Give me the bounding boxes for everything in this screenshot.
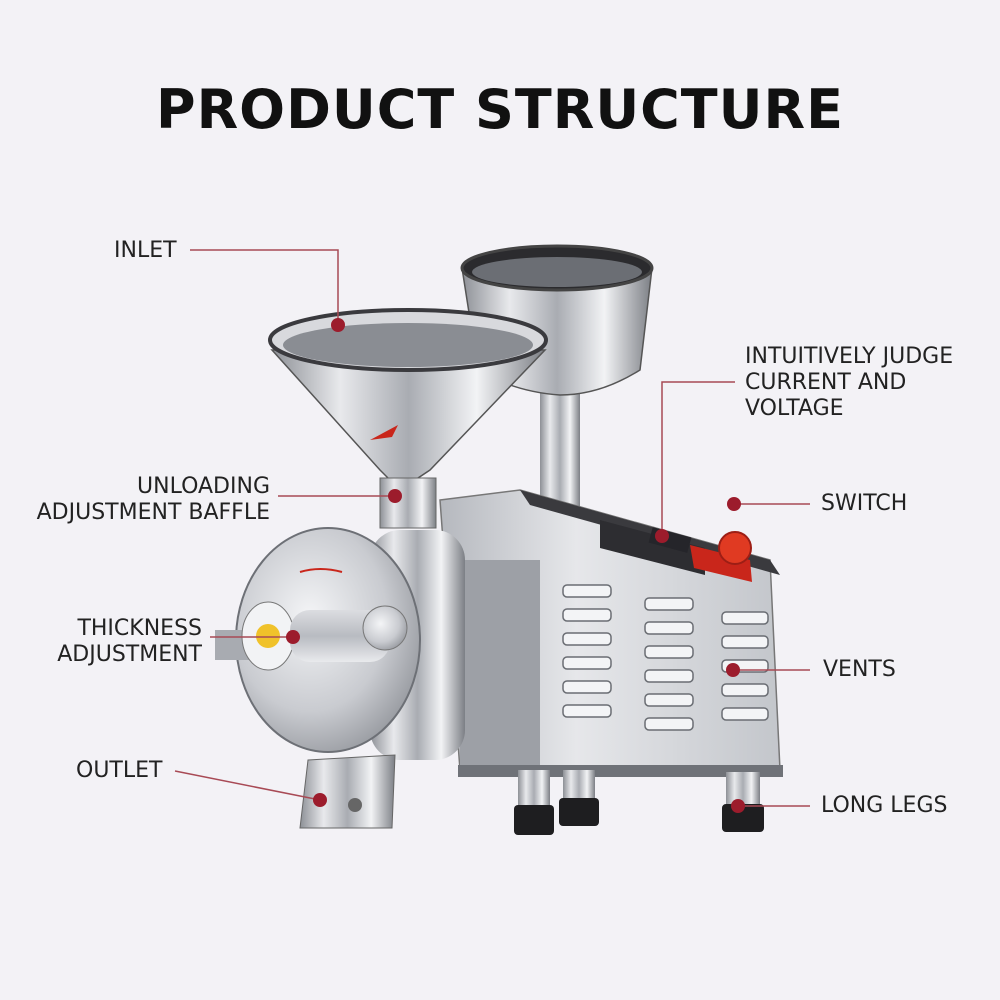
label-thickness-adjustment: THICKNESS ADJUSTMENT bbox=[57, 616, 202, 667]
dot-unloading bbox=[388, 489, 402, 503]
label-intuitive-judge: INTUITIVELY JUDGE CURRENT AND VOLTAGE bbox=[745, 344, 954, 421]
label-vents: VENTS bbox=[823, 657, 896, 682]
dot-vents bbox=[726, 663, 740, 677]
label-outlet: OUTLET bbox=[76, 758, 163, 783]
leader-inlet bbox=[190, 249, 339, 325]
label-unloading-adjustment-baffle: UNLOADING ADJUSTMENT BAFFLE bbox=[36, 474, 270, 525]
leader-outlet bbox=[174, 770, 321, 801]
unloading-baffle bbox=[379, 477, 437, 529]
label-switch: SWITCH bbox=[821, 491, 908, 516]
thickness-knob bbox=[215, 601, 408, 671]
vents bbox=[562, 584, 769, 731]
dot-intuitive bbox=[655, 529, 669, 543]
label-inlet: INLET bbox=[114, 238, 177, 263]
page-title: PRODUCT STRUCTURE bbox=[156, 78, 844, 141]
rear-hopper bbox=[460, 244, 654, 510]
dot-outlet bbox=[313, 793, 327, 807]
power-switch bbox=[690, 531, 752, 582]
leader-lines bbox=[174, 249, 810, 807]
label-long-legs: LONG LEGS bbox=[821, 793, 948, 818]
outlet-chute bbox=[299, 754, 396, 829]
legs bbox=[514, 770, 764, 835]
leader-intuitive bbox=[661, 381, 735, 536]
dot-thickness bbox=[286, 630, 300, 644]
dot-legs bbox=[731, 799, 745, 813]
marker-dots bbox=[286, 318, 745, 813]
dot-inlet bbox=[331, 318, 345, 332]
dot-switch bbox=[727, 497, 741, 511]
inlet-funnel bbox=[268, 308, 548, 491]
